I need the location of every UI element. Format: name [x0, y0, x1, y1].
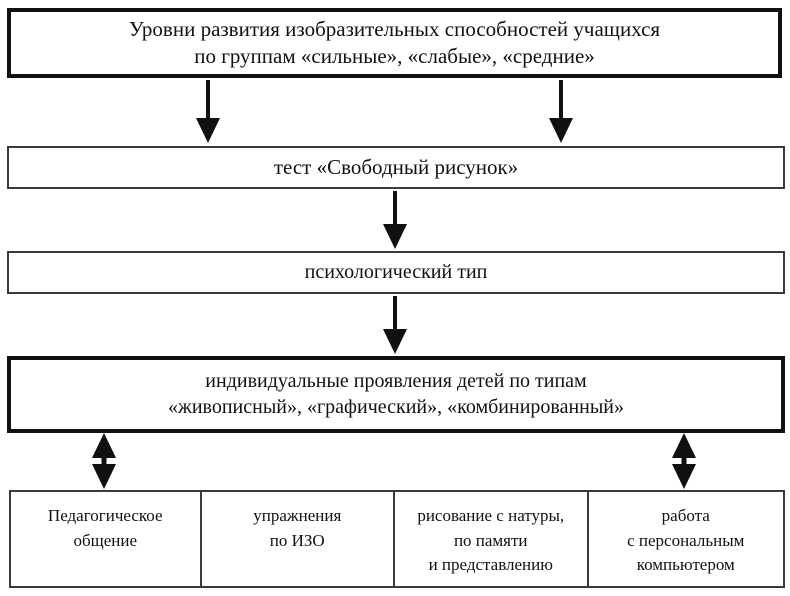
node-psychological-type: психологический тип	[7, 251, 785, 294]
arrow-test-to-psytype	[383, 191, 407, 249]
cell-0-line-1: Педагогическое	[47, 506, 163, 525]
arrow-manifest-to-pedagogical-communication	[92, 433, 116, 489]
cell-3-line-2: с персональным	[627, 530, 745, 550]
arrow-manifest-to-computer-work	[672, 433, 696, 489]
node-levels-line-2: по группам «сильные», «слабые», «средние…	[194, 44, 595, 68]
cell-1-line-1: упражнения	[253, 506, 342, 525]
cell-2-line-1: рисование с натуры,	[417, 506, 565, 525]
cell-1-line-2: по ИЗО	[269, 530, 325, 550]
cell-3-line-3: компьютером	[636, 555, 735, 575]
arrow-levels-to-test-left	[196, 80, 220, 143]
bottom-methods-row: Педагогическое общение упражнения по ИЗО…	[9, 490, 785, 588]
node-manifest-line-2: «живописный», «графический», «комбиниров…	[168, 395, 624, 418]
arrow-psytype-to-manifest	[383, 296, 407, 354]
arrow-levels-to-test-right	[549, 80, 573, 143]
cell-pedagogical-communication: Педагогическое общение	[11, 492, 202, 586]
node-test-line-1: тест «Свободный рисунок»	[273, 155, 519, 180]
node-manifest-line-1: индивидуальные проявления детей по типам	[205, 369, 587, 392]
cell-2-line-2: по памяти	[453, 530, 528, 550]
cell-2-line-3: и представлению	[428, 555, 553, 575]
node-levels-of-development: Уровни развития изобразительных способно…	[7, 8, 782, 78]
cell-0-line-2: общение	[73, 530, 138, 550]
cell-computer-work: работа с персональным компьютером	[589, 492, 783, 586]
node-free-drawing-test: тест «Свободный рисунок»	[7, 146, 785, 189]
cell-3-line-1: работа	[661, 506, 710, 525]
node-psytype-line-1: психологический тип	[304, 260, 488, 283]
node-levels-line-1: Уровни развития изобразительных способно…	[128, 17, 661, 42]
cell-fine-art-exercises: упражнения по ИЗО	[202, 492, 395, 586]
cell-drawing-from-life: рисование с натуры, по памяти и представ…	[395, 492, 589, 586]
node-individual-manifestations: индивидуальные проявления детей по типам…	[7, 356, 785, 433]
